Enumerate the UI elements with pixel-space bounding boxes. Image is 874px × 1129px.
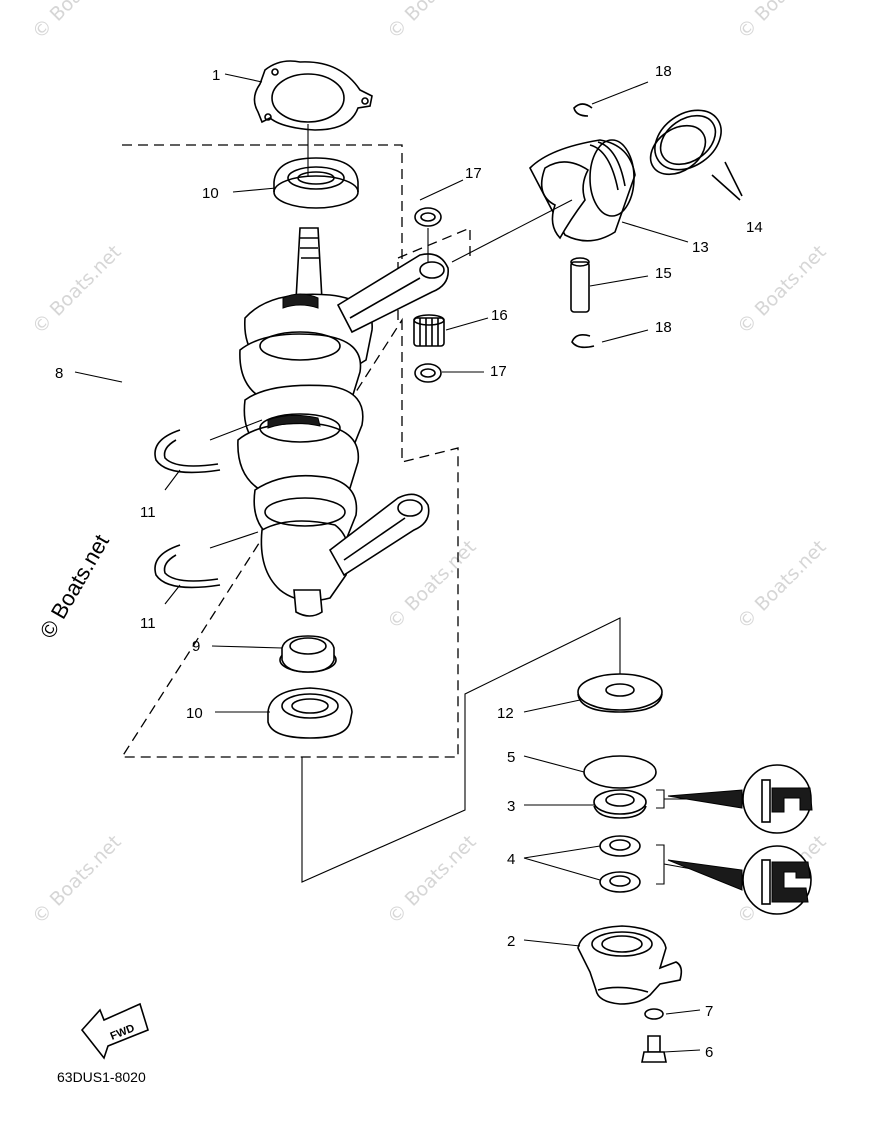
washer-top [414,207,442,227]
callout-18: 18 [655,319,672,336]
piston [529,139,636,242]
callout-18: 18 [655,63,672,80]
seal-detail-lower [656,844,812,915]
washer-bottom [414,363,442,383]
callout-6: 6 [705,1044,713,1061]
callout-11: 11 [140,615,156,632]
main-bearing-top [273,157,359,209]
watermark: © Boats.net [383,0,481,44]
watermark: © Boats.net [28,831,126,929]
callout-9: 9 [192,638,200,655]
seal-detail-upper [656,764,813,834]
callout-3: 3 [507,798,515,815]
watermarks: © Boats.net © Boats.net © Boats.net © Bo… [28,0,831,929]
callout-17: 17 [465,165,482,182]
clip-bottom [571,334,595,349]
watermark: © Boats.net [733,536,831,634]
snap-ring-upper [154,429,221,474]
crankshaft-assembly-outline [120,144,459,758]
callout-4: 4 [507,851,515,868]
callout-14: 14 [746,219,763,236]
bolt [641,1035,667,1063]
callout-10: 10 [202,185,219,202]
main-bearing-bottom [267,687,353,739]
forward-arrow-icon: FWD [80,1002,149,1060]
callout-17: 17 [490,363,507,380]
callout-16: 16 [491,307,508,324]
connecting-rod-bottom [328,493,430,577]
callout-7: 7 [705,1003,713,1020]
oil-seals-pair [599,835,641,893]
callout-2: 2 [507,933,515,950]
gasket [253,60,373,131]
callout-8: 8 [55,365,63,382]
callout-15: 15 [655,265,672,282]
assembly-line [301,617,621,883]
callouts: 1 10 17 18 14 13 15 16 18 17 8 11 11 9 1… [55,63,763,1061]
o-ring [583,755,657,789]
watermark-dark: © Boats.net [35,530,114,642]
callout-11: 11 [140,504,156,521]
piston-rings [649,109,743,201]
needle-bearing [413,314,445,347]
watermark: © Boats.net [28,241,126,339]
piston-pin [570,257,590,313]
watermark: © Boats.net [383,831,481,929]
oil-seal-lower [279,635,337,673]
oil-seal-housing-seal [593,789,647,819]
callout-1: 1 [212,67,220,84]
diagram-code: 63DUS1-8020 [57,1069,146,1085]
callout-13: 13 [692,239,709,256]
callout-12: 12 [497,705,514,722]
washer-small [644,1008,664,1020]
callout-5: 5 [507,749,515,766]
watermark: © Boats.net [733,241,831,339]
seal-housing [577,925,683,1005]
watermark: © Boats.net [383,536,481,634]
clip-top [573,103,593,117]
spacer-plate [577,673,663,713]
callout-10: 10 [186,705,203,722]
watermark: © Boats.net [28,0,126,44]
leader-lines [74,73,701,1053]
snap-ring-lower [154,544,221,589]
crankshaft [237,227,373,617]
watermark: © Boats.net [733,0,831,44]
